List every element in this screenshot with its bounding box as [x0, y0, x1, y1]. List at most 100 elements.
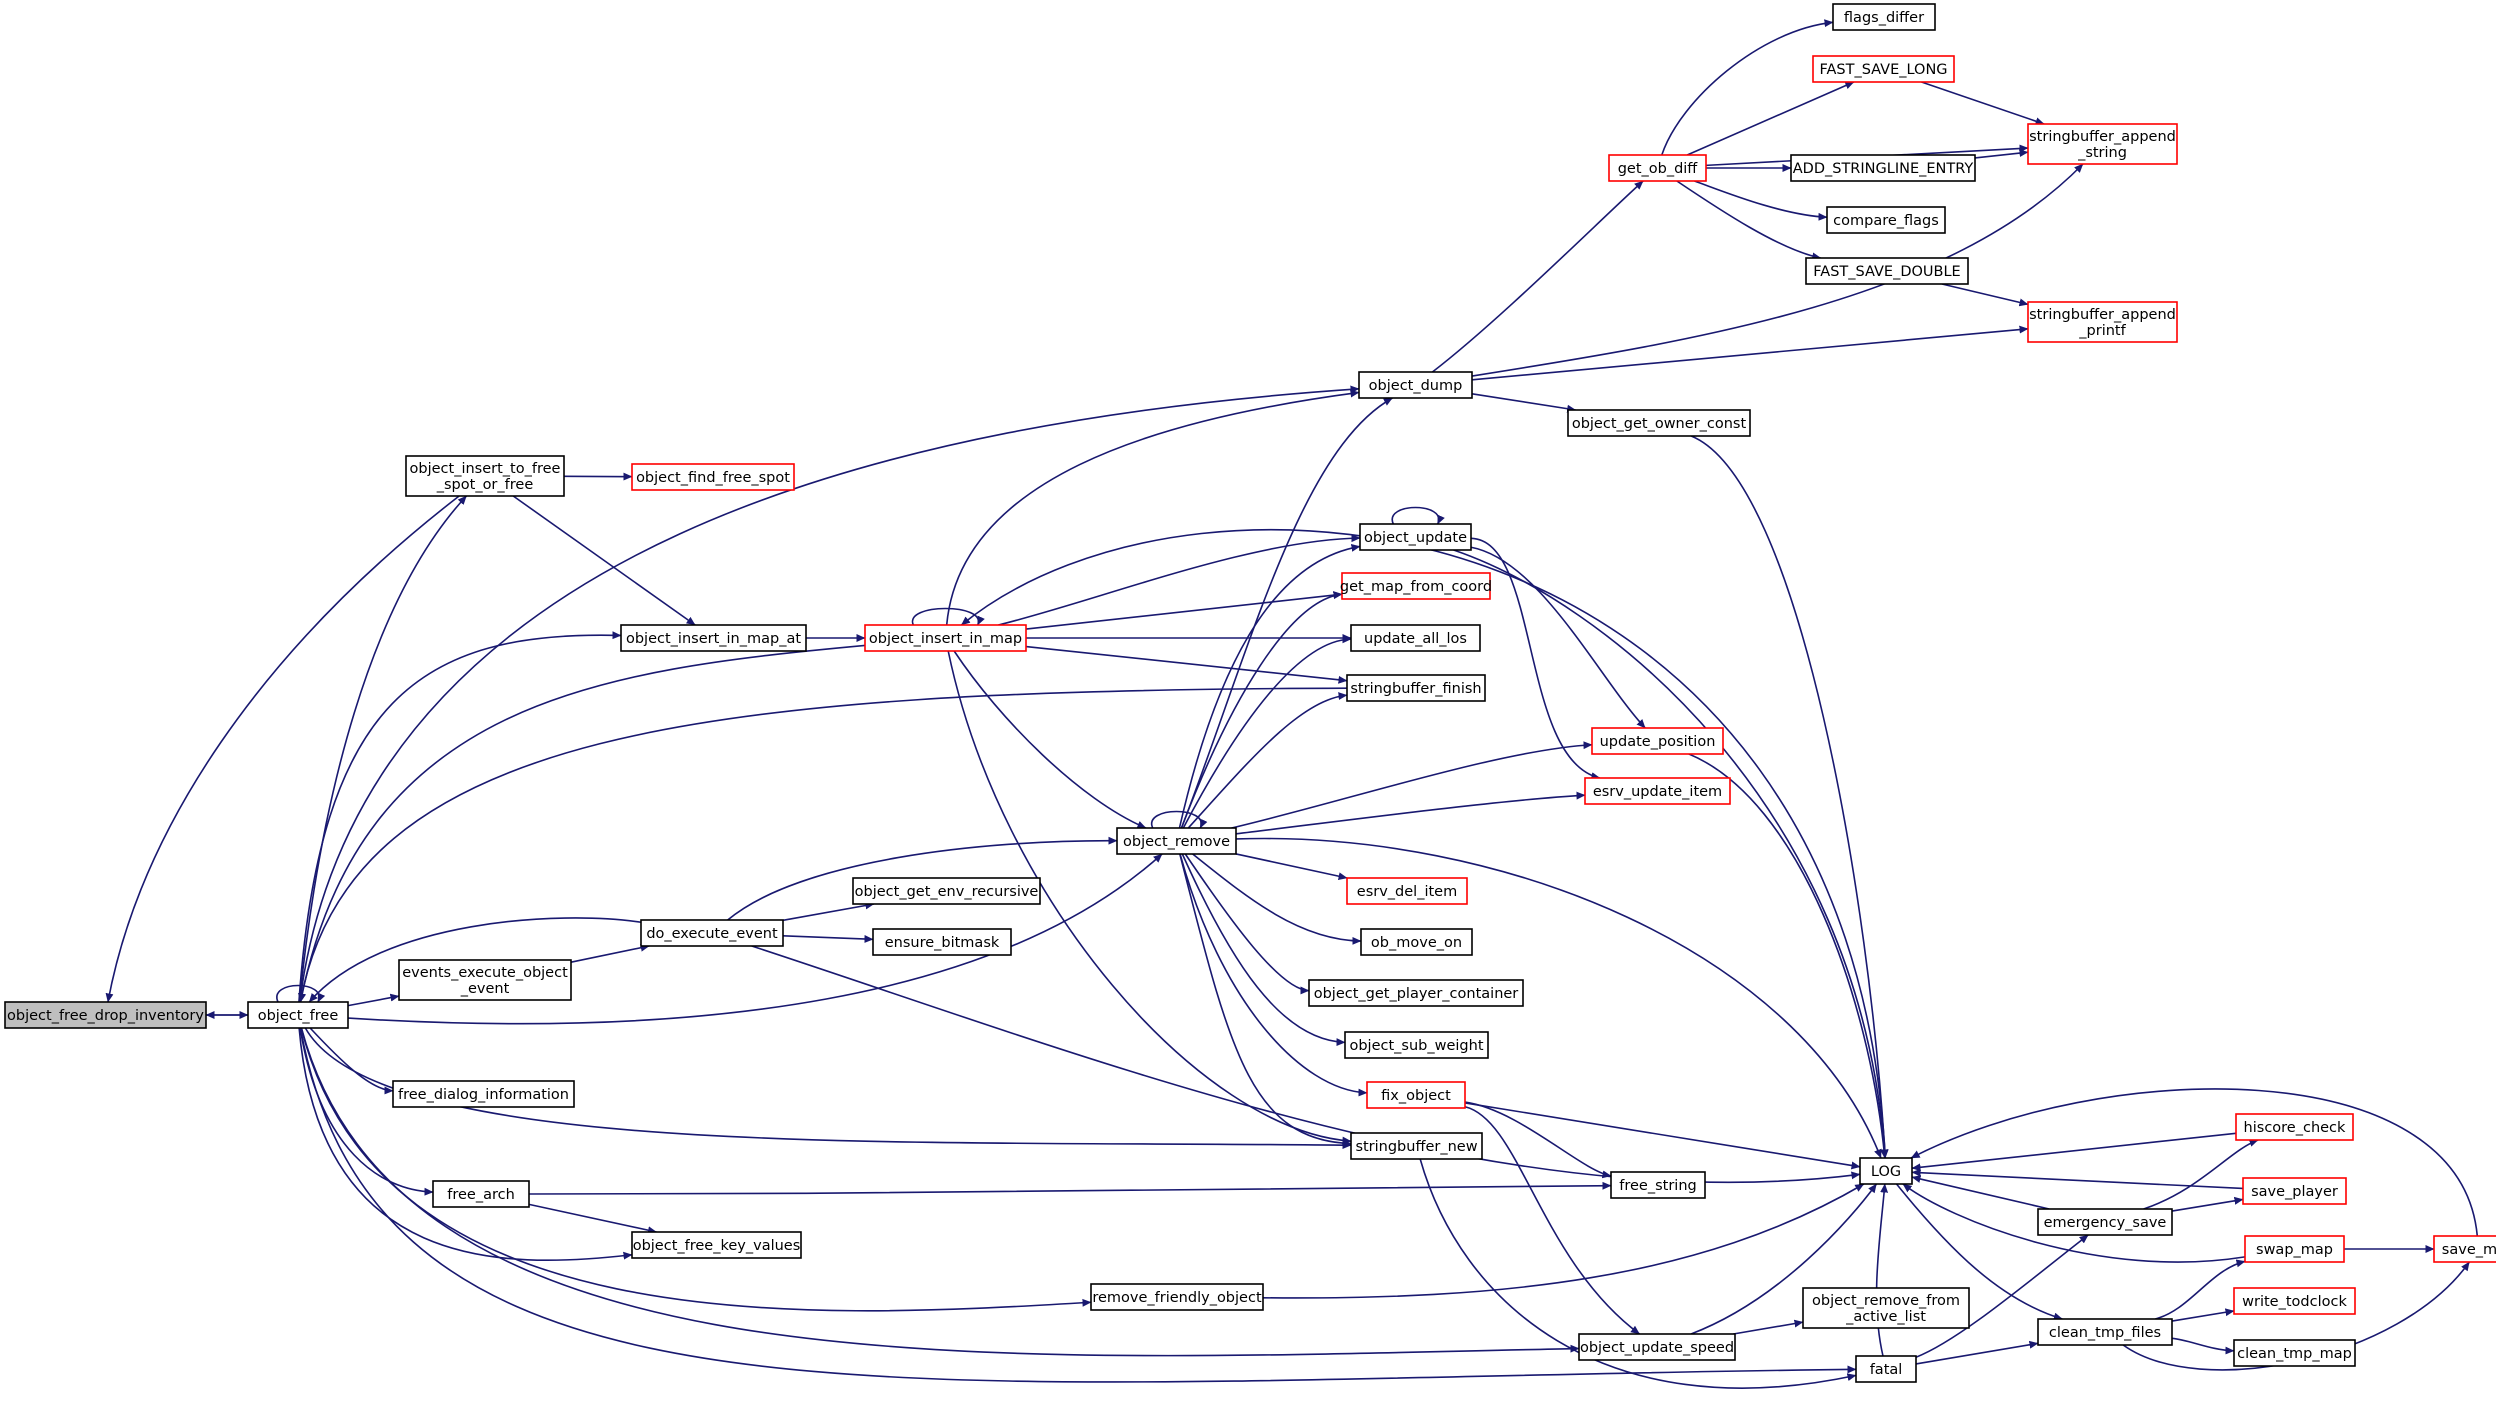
- node-esrv_update_item[interactable]: esrv_update_item: [1584, 777, 1731, 805]
- node-label: _spot_or_free: [436, 477, 534, 493]
- node-object_free_drop_inventory[interactable]: object_free_drop_inventory: [4, 1001, 207, 1029]
- edge-object_insert_in_map-to-object_update: [998, 534, 1361, 626]
- edge-do_execute_event-to-object_remove: [727, 836, 1118, 921]
- node-box: [2027, 301, 2178, 343]
- node-update_position[interactable]: update_position: [1591, 727, 1724, 755]
- node-label: object_find_free_spot: [636, 470, 790, 486]
- node-free_dialog_information[interactable]: free_dialog_information: [392, 1080, 575, 1108]
- node-object_free[interactable]: object_free: [247, 1001, 349, 1029]
- edge-object_insert_in_map-to-get_map_from_coord: [1025, 591, 1343, 630]
- node-stringbuffer_append_string[interactable]: stringbuffer_append_string: [2027, 123, 2178, 165]
- node-object_sub_weight[interactable]: object_sub_weight: [1344, 1031, 1489, 1059]
- edge-fatal-to-clean_tmp_files: [1915, 1340, 2039, 1365]
- node-write_todclock[interactable]: write_todclock: [2233, 1287, 2356, 1315]
- node-object_free_key_values[interactable]: object_free_key_values: [631, 1231, 802, 1259]
- node-box: [852, 877, 1041, 905]
- node-label: swap_map: [2256, 1242, 2333, 1258]
- node-box: [1341, 572, 1491, 600]
- node-label: esrv_del_item: [1357, 884, 1457, 900]
- node-FAST_SAVE_DOUBLE[interactable]: FAST_SAVE_DOUBLE: [1805, 257, 1969, 285]
- node-swap_map[interactable]: swap_map: [2244, 1235, 2345, 1263]
- edge-get_ob_diff-to-compare_flags: [1694, 180, 1828, 221]
- edge-object_remove-to-object_sub_weight: [1181, 853, 1346, 1047]
- node-esrv_del_item[interactable]: esrv_del_item: [1346, 877, 1468, 905]
- node-do_execute_event[interactable]: do_execute_event: [640, 919, 784, 947]
- edge-object_remove-to-update_position: [1231, 741, 1593, 829]
- node-object_dump[interactable]: object_dump: [1358, 371, 1473, 399]
- node-object_get_env_recursive[interactable]: object_get_env_recursive: [852, 877, 1041, 905]
- node-label: compare_flags: [1833, 213, 1939, 229]
- node-remove_friendly_object[interactable]: remove_friendly_object: [1090, 1283, 1264, 1311]
- edge-ADD_STRINGLINE_ENTRY-to-stringbuffer_append_string: [1974, 149, 2029, 159]
- node-box: [1584, 777, 1731, 805]
- node-object_remove[interactable]: object_remove: [1116, 827, 1237, 855]
- node-box: [405, 455, 565, 497]
- edge-object_free-to-object_free_key_values: [298, 1027, 633, 1262]
- node-label: LOG: [1871, 1164, 1901, 1180]
- node-box: [1366, 1081, 1466, 1109]
- node-object_get_owner_const[interactable]: object_get_owner_const: [1567, 409, 1751, 437]
- node-label: _printf: [2078, 323, 2126, 339]
- node-label: object_sub_weight: [1349, 1038, 1483, 1054]
- edge-fatal-to-emergency_save: [1915, 1234, 2089, 1358]
- edge-object_remove-to-object_dump: [1180, 397, 1393, 829]
- node-flags_differ[interactable]: flags_differ: [1832, 3, 1936, 31]
- edge-object_insert_in_map-to-object_free: [298, 644, 866, 1003]
- node-ob_move_on[interactable]: ob_move_on: [1360, 928, 1473, 956]
- node-label: free_string: [1619, 1178, 1696, 1194]
- node-box: [2037, 1208, 2173, 1236]
- node-label: _event: [460, 981, 510, 997]
- edge-do_execute_event-to-object_free: [308, 917, 642, 1003]
- node-object_update[interactable]: object_update: [1359, 523, 1472, 551]
- node-box: [1859, 1157, 1913, 1185]
- node-fatal[interactable]: fatal: [1855, 1355, 1917, 1383]
- node-get_map_from_coord[interactable]: get_map_from_coord: [1340, 572, 1492, 600]
- node-object_insert_in_map[interactable]: object_insert_in_map: [864, 624, 1027, 652]
- node-update_all_los[interactable]: update_all_los: [1350, 624, 1481, 652]
- node-box: [1358, 371, 1473, 399]
- node-free_arch[interactable]: free_arch: [432, 1180, 530, 1208]
- node-free_string[interactable]: free_string: [1610, 1171, 1706, 1199]
- edge-object_remove-to-ob_move_on: [1192, 853, 1362, 945]
- node-object_find_free_spot[interactable]: object_find_free_spot: [631, 463, 795, 491]
- node-box: [2433, 1235, 2496, 1263]
- node-get_ob_diff[interactable]: get_ob_diff: [1608, 154, 1707, 182]
- node-label: object_get_env_recursive: [855, 884, 1039, 900]
- node-label: save_player: [2251, 1184, 2338, 1200]
- node-object_remove_from_active_list[interactable]: object_remove_from_active_list: [1802, 1287, 1970, 1329]
- node-save_player[interactable]: save_player: [2242, 1177, 2347, 1205]
- edge-object_update_speed-to-LOG: [1690, 1183, 1878, 1335]
- node-label: object_remove: [1123, 834, 1230, 850]
- node-object_insert_in_map_at[interactable]: object_insert_in_map_at: [620, 624, 807, 652]
- node-object_get_player_container[interactable]: object_get_player_container: [1308, 979, 1524, 1007]
- edge-object_remove-to-esrv_del_item: [1235, 853, 1348, 881]
- node-emergency_save[interactable]: emergency_save: [2037, 1208, 2173, 1236]
- node-object_update_speed[interactable]: object_update_speed: [1578, 1333, 1736, 1361]
- node-ADD_STRINGLINE_ENTRY[interactable]: ADD_STRINGLINE_ENTRY: [1790, 154, 1976, 182]
- node-box: [1116, 827, 1237, 855]
- node-save_map[interactable]: save_map: [2433, 1235, 2496, 1263]
- node-LOG[interactable]: LOG: [1859, 1157, 1913, 1185]
- node-ensure_bitmask[interactable]: ensure_bitmask: [872, 928, 1012, 956]
- node-stringbuffer_append_printf[interactable]: stringbuffer_append_printf: [2027, 301, 2178, 343]
- node-stringbuffer_new[interactable]: stringbuffer_new: [1350, 1132, 1483, 1160]
- node-label: FAST_SAVE_LONG: [1819, 62, 1947, 78]
- node-stringbuffer_finish[interactable]: stringbuffer_finish: [1346, 674, 1486, 702]
- node-fix_object[interactable]: fix_object: [1366, 1081, 1466, 1109]
- node-object_insert_to_free_spot_or_free[interactable]: object_insert_to_free_spot_or_free: [405, 455, 565, 497]
- node-compare_flags[interactable]: compare_flags: [1826, 206, 1946, 234]
- edge-object_insert_to_free_spot_or_free-to-object_insert_in_map_at: [512, 495, 696, 626]
- node-hiscore_check[interactable]: hiscore_check: [2235, 1113, 2354, 1141]
- node-clean_tmp_files[interactable]: clean_tmp_files: [2037, 1318, 2173, 1346]
- edge-stringbuffer_new-to-fatal: [1419, 1158, 1857, 1389]
- node-events_execute_object_event[interactable]: events_execute_object_event: [398, 959, 572, 1001]
- node-label: object_free_key_values: [633, 1238, 801, 1254]
- node-clean_tmp_map[interactable]: clean_tmp_map: [2233, 1339, 2356, 1367]
- edge-free_arch-to-object_free_key_values: [528, 1203, 657, 1235]
- node-box: [1344, 1031, 1489, 1059]
- edge-LOG-to-object_insert_in_map: [960, 528, 1887, 1159]
- node-FAST_SAVE_LONG[interactable]: FAST_SAVE_LONG: [1812, 55, 1955, 83]
- edge-update_position-to-LOG: [1688, 753, 1888, 1159]
